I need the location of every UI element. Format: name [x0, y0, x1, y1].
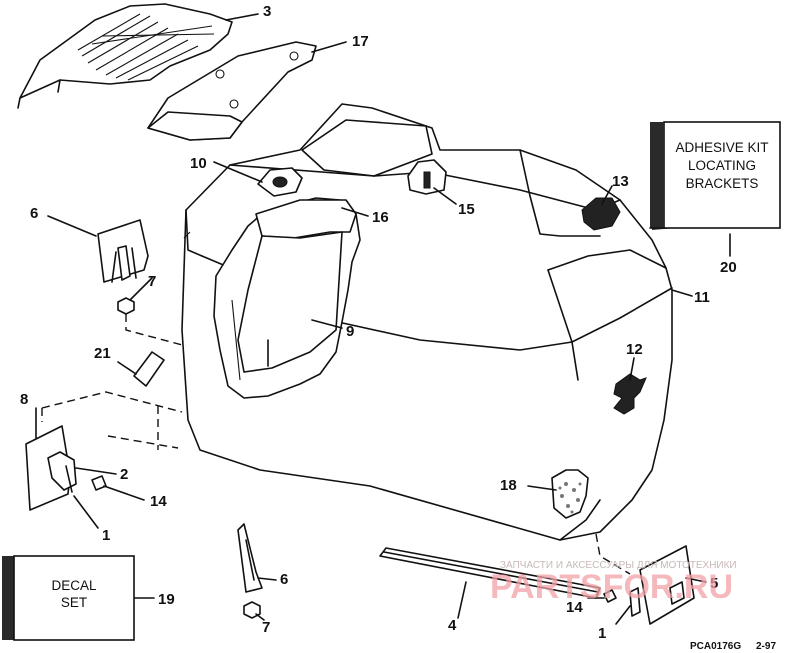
callout-9: 9: [346, 323, 354, 340]
callout-20: 20: [720, 259, 737, 276]
decal-set-line-2: SET: [61, 595, 87, 610]
callout-4: 4: [448, 617, 457, 634]
part-grommet: [257, 167, 303, 197]
part-adhesive-pad-18: [551, 469, 589, 519]
part-latch-bracket: [25, 425, 77, 511]
callout-2: 2: [120, 466, 128, 483]
callout-7-lower: 7: [262, 619, 270, 636]
watermark-tagline: ЗАПЧАСТИ И АКСЕССУАРЫ ДЛЯ МОТОТЕХНИКИ: [500, 560, 737, 571]
decal-set-box: [2, 555, 135, 641]
callout-15: 15: [458, 201, 475, 218]
callout-10: 10: [190, 155, 207, 172]
callout-7-upper: 7: [148, 273, 156, 290]
callout-6-lower: 6: [280, 571, 288, 588]
callout-6-upper: 6: [30, 205, 38, 222]
part-adhesive-pad-12: [613, 373, 647, 415]
callout-18: 18: [500, 477, 517, 494]
leader-lines: [35, 13, 731, 625]
callout-16: 16: [372, 209, 389, 226]
part-bracket: [407, 159, 447, 195]
callout-5: 5: [710, 575, 718, 592]
adhesive-kit-box: [649, 121, 781, 230]
callout-13: 13: [612, 173, 629, 190]
part-grille: [17, 3, 233, 109]
adhesive-kit-line-3: BRACKETS: [686, 176, 759, 191]
part-latch-plate-lower: [237, 523, 263, 593]
part-bolt-left: [91, 475, 107, 491]
watermark-brand: PARTSFOR.RU: [490, 568, 733, 606]
callout-14-left: 14: [150, 493, 167, 510]
figure-code: PCA0176G: [690, 641, 741, 652]
part-upper-cover: [147, 41, 317, 141]
assembly-lines: [41, 314, 631, 575]
part-latch-plate-upper: [97, 219, 149, 283]
callout-12: 12: [626, 341, 643, 358]
decal-set-line-1: DECAL: [51, 578, 97, 593]
callout-14-right: 14: [566, 599, 583, 616]
part-adhesive-pad-13: [581, 197, 621, 231]
callout-17: 17: [352, 33, 369, 50]
adhesive-kit-line-1: ADHESIVE KIT: [675, 140, 768, 155]
part-bolt-right: [603, 589, 617, 603]
part-trim-strip: [379, 547, 601, 599]
callout-3: 3: [263, 3, 271, 20]
part-small-decal: [133, 351, 165, 387]
adhesive-kit-line-2: LOCATING: [688, 158, 756, 173]
callout-11: 11: [694, 289, 710, 306]
callout-21: 21: [94, 345, 111, 362]
callout-8: 8: [20, 391, 28, 408]
figure-date: 2-97: [756, 641, 776, 652]
part-pin-right: [629, 587, 641, 617]
callout-1-left: 1: [102, 527, 110, 544]
part-nut-upper: [117, 297, 135, 315]
callout-1-right: 1: [598, 625, 606, 642]
part-air-baffle: [213, 197, 361, 399]
callout-19: 19: [158, 591, 175, 608]
part-latch-plate-right: [639, 545, 695, 625]
